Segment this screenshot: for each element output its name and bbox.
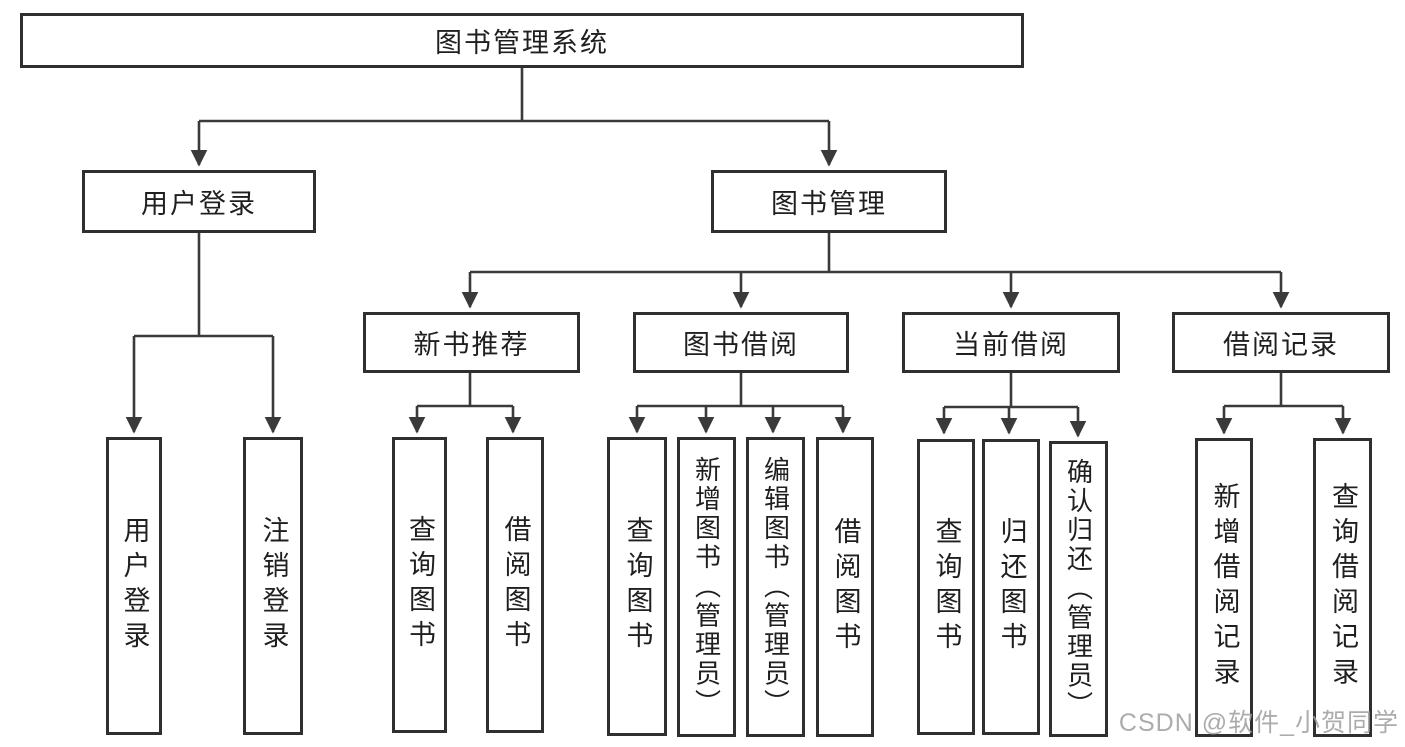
node-leaf-bb-add: 新增图书（管理员） <box>677 437 736 737</box>
node-leaf-cb-return-label: 归还图书 <box>996 516 1027 658</box>
node-root: 图书管理系统 <box>20 13 1024 68</box>
node-leaf-nbr-query-label: 查询图书 <box>405 514 435 656</box>
node-leaf-bb-query: 查询图书 <box>607 437 667 736</box>
node-leaf-logout: 注销登录 <box>243 437 303 735</box>
node-root-label: 图书管理系统 <box>435 28 609 58</box>
node-leaf-user-login-label: 用户登录 <box>119 515 150 657</box>
node-leaf-cb-confirm-label: 确认归还（管理员） <box>1063 457 1094 721</box>
node-leaf-br-query: 查询借阅记录 <box>1313 438 1372 737</box>
node-leaf-nbr-borrow: 借阅图书 <box>486 437 544 733</box>
node-leaf-br-add-label: 新增借阅记录 <box>1209 482 1240 693</box>
node-current-borrow: 当前借阅 <box>902 312 1120 373</box>
node-leaf-bb-edit-label: 编辑图书（管理员） <box>760 455 791 719</box>
node-leaf-bb-edit: 编辑图书（管理员） <box>746 437 805 737</box>
node-leaf-logout-label: 注销登录 <box>258 515 289 657</box>
node-borrow-record-label: 借阅记录 <box>1223 330 1339 360</box>
node-leaf-nbr-query: 查询图书 <box>392 437 447 733</box>
node-leaf-bb-borrow: 借阅图书 <box>816 437 874 737</box>
node-leaf-bb-borrow-label: 借阅图书 <box>830 516 861 658</box>
node-book-borrow-label: 图书借阅 <box>683 330 799 360</box>
node-user-login: 用户登录 <box>82 170 316 233</box>
node-leaf-nbr-borrow-label: 借阅图书 <box>500 514 531 656</box>
node-leaf-bb-query-label: 查询图书 <box>622 516 653 657</box>
node-borrow-record: 借阅记录 <box>1172 312 1390 373</box>
node-leaf-user-login: 用户登录 <box>106 437 162 735</box>
node-new-book-rec-label: 新书推荐 <box>413 330 530 360</box>
node-leaf-br-add: 新增借阅记录 <box>1195 438 1253 737</box>
node-user-login-label: 用户登录 <box>141 189 257 219</box>
node-leaf-bb-add-label: 新增图书（管理员） <box>691 455 722 719</box>
node-leaf-cb-return: 归还图书 <box>982 439 1040 735</box>
node-book-mgmt-label: 图书管理 <box>771 189 887 219</box>
node-leaf-br-query-label: 查询借阅记录 <box>1328 482 1358 693</box>
node-leaf-cb-query-label: 查询图书 <box>931 516 962 658</box>
node-leaf-cb-query: 查询图书 <box>917 439 975 735</box>
node-book-mgmt: 图书管理 <box>711 170 947 233</box>
node-leaf-cb-confirm: 确认归还（管理员） <box>1049 441 1108 737</box>
node-new-book-rec: 新书推荐 <box>363 312 580 373</box>
node-current-borrow-label: 当前借阅 <box>953 330 1069 360</box>
node-book-borrow: 图书借阅 <box>633 312 849 373</box>
